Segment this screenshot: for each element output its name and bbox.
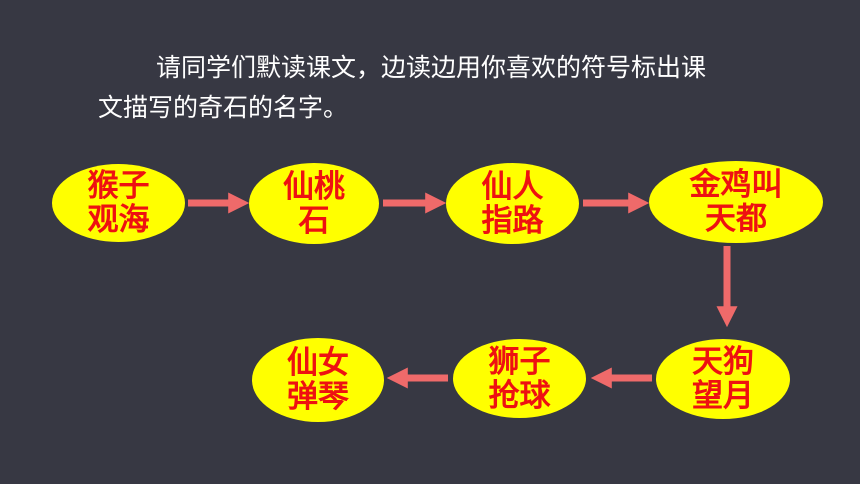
stone-label-line: 仙人 (481, 168, 544, 205)
stone-node-label: 仙桃石 (283, 170, 345, 238)
stone-label-line: 石 (298, 202, 330, 239)
stone-node-label: 金鸡叫天都 (690, 168, 783, 236)
stone-label-line: 观海 (87, 202, 150, 238)
stone-node-3: 仙人指路 (446, 163, 579, 244)
stone-node-6: 狮子抢球 (453, 339, 586, 418)
stone-node-label: 仙女弹琴 (287, 346, 349, 414)
stone-label-line: 仙桃 (283, 168, 345, 205)
instruction-text: 请同学们默读课文，边读边用你喜欢的符号标出课 文描写的奇石的名字。 (98, 48, 778, 128)
stone-node-1: 猴子观海 (52, 164, 185, 242)
stone-label-line: 弹琴 (287, 379, 349, 415)
stone-label-line: 狮子 (488, 343, 551, 380)
stone-node-label: 狮子抢球 (489, 345, 551, 413)
stone-label-line: 天都 (705, 201, 767, 237)
stone-node-7: 仙女弹琴 (252, 338, 384, 422)
stone-label-line: 天狗 (692, 344, 754, 380)
stone-label-line: 指路 (481, 202, 544, 239)
stone-node-label: 猴子观海 (88, 169, 150, 237)
stone-node-5: 天狗望月 (656, 339, 790, 419)
stone-label-line: 抢球 (488, 377, 551, 414)
instruction-line-1: 请同学们默读课文，边读边用你喜欢的符号标出课 (156, 53, 707, 82)
stone-node-2: 仙桃石 (249, 163, 379, 244)
stone-label-line: 金鸡叫 (689, 167, 783, 203)
instruction-line-2: 文描写的奇石的名字。 (98, 93, 349, 122)
stone-label-line: 望月 (692, 378, 754, 414)
stone-node-label: 仙人指路 (482, 170, 544, 238)
stone-node-4: 金鸡叫天都 (649, 161, 823, 243)
stone-label-line: 猴子 (87, 168, 150, 204)
stone-node-label: 天狗望月 (692, 345, 754, 413)
stone-label-line: 仙女 (287, 345, 349, 381)
